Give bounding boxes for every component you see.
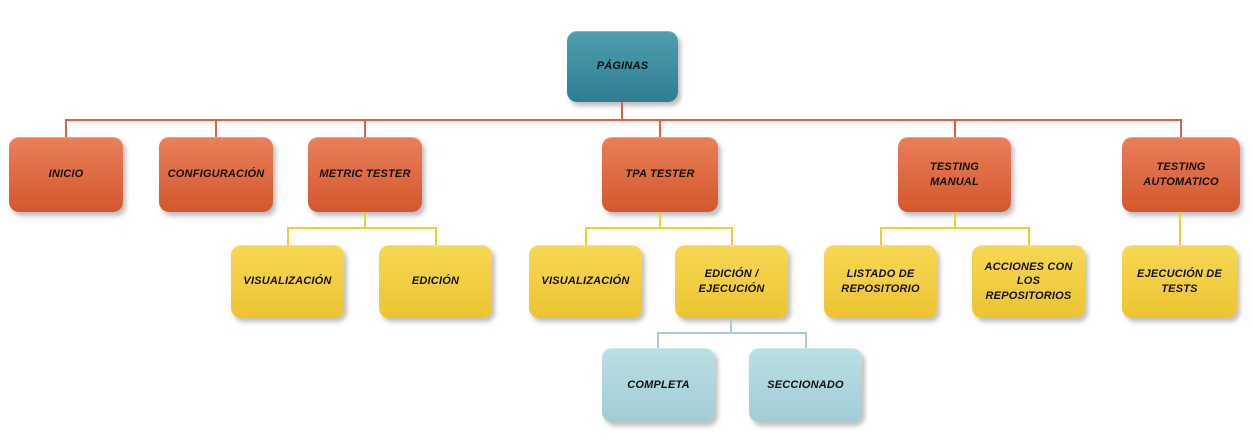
connector-drop-seccionado (805, 332, 807, 348)
node-completa: COMPLETA (602, 348, 715, 422)
connector-drop-edicion (435, 227, 437, 245)
connector-root-rail (65, 119, 1182, 121)
connector-drop-completa (657, 332, 659, 348)
node-tpa-tester: TPA TESTER (602, 137, 718, 212)
connector-tpa-stem (659, 212, 661, 228)
node-visualizacion-metric: VISUALIZACIÓN (231, 245, 344, 318)
connector-metric-rail (287, 227, 437, 229)
connector-drop-ejecucion-tests (1179, 212, 1181, 245)
connector-tpa-rail (585, 227, 733, 229)
connector-drop-configuracion (215, 119, 217, 138)
connector-drop-edicion-ejecucion (731, 227, 733, 245)
node-paginas: PÁGINAS (567, 31, 678, 102)
connector-edicion-ejecucion-rail (657, 332, 807, 334)
node-seccionado: SECCIONADO (749, 348, 862, 422)
node-listado-de-repositorio: LISTADO DE REPOSITORIO (824, 245, 937, 318)
connector-manual-stem (954, 212, 956, 228)
connector-drop-tpa-tester (659, 119, 661, 138)
connector-drop-testing-automatico (1180, 119, 1182, 138)
node-edicion-ejecucion: EDICIÓN / EJECUCIÓN (675, 245, 788, 318)
connector-drop-acciones (1028, 227, 1030, 245)
node-visualizacion-tpa: VISUALIZACIÓN (529, 245, 642, 318)
connector-drop-testing-manual (954, 119, 956, 138)
node-edicion: EDICIÓN (379, 245, 492, 318)
connector-metric-stem (364, 212, 366, 228)
node-configuracion: CONFIGURACIÓN (159, 137, 273, 212)
connector-root-stem (621, 102, 623, 120)
node-metric-tester: METRIC TESTER (308, 137, 422, 212)
connector-drop-visualizacion-metric (287, 227, 289, 245)
connector-drop-metric-tester (364, 119, 366, 138)
connector-drop-inicio (65, 119, 67, 138)
node-testing-automatico: TESTING AUTOMATICO (1122, 137, 1240, 212)
connector-drop-listado (880, 227, 882, 245)
node-ejecucion-de-tests: EJECUCIÓN DE TESTS (1122, 245, 1237, 318)
connector-manual-rail (880, 227, 1030, 229)
node-acciones-con-repositorios: ACCIONES CON LOS REPOSITORIOS (972, 245, 1085, 318)
node-inicio: INICIO (9, 137, 123, 212)
connector-edicion-ejecucion-stem (730, 318, 732, 333)
connector-drop-visualizacion-tpa (585, 227, 587, 245)
node-testing-manual: TESTING MANUAL (898, 137, 1011, 212)
